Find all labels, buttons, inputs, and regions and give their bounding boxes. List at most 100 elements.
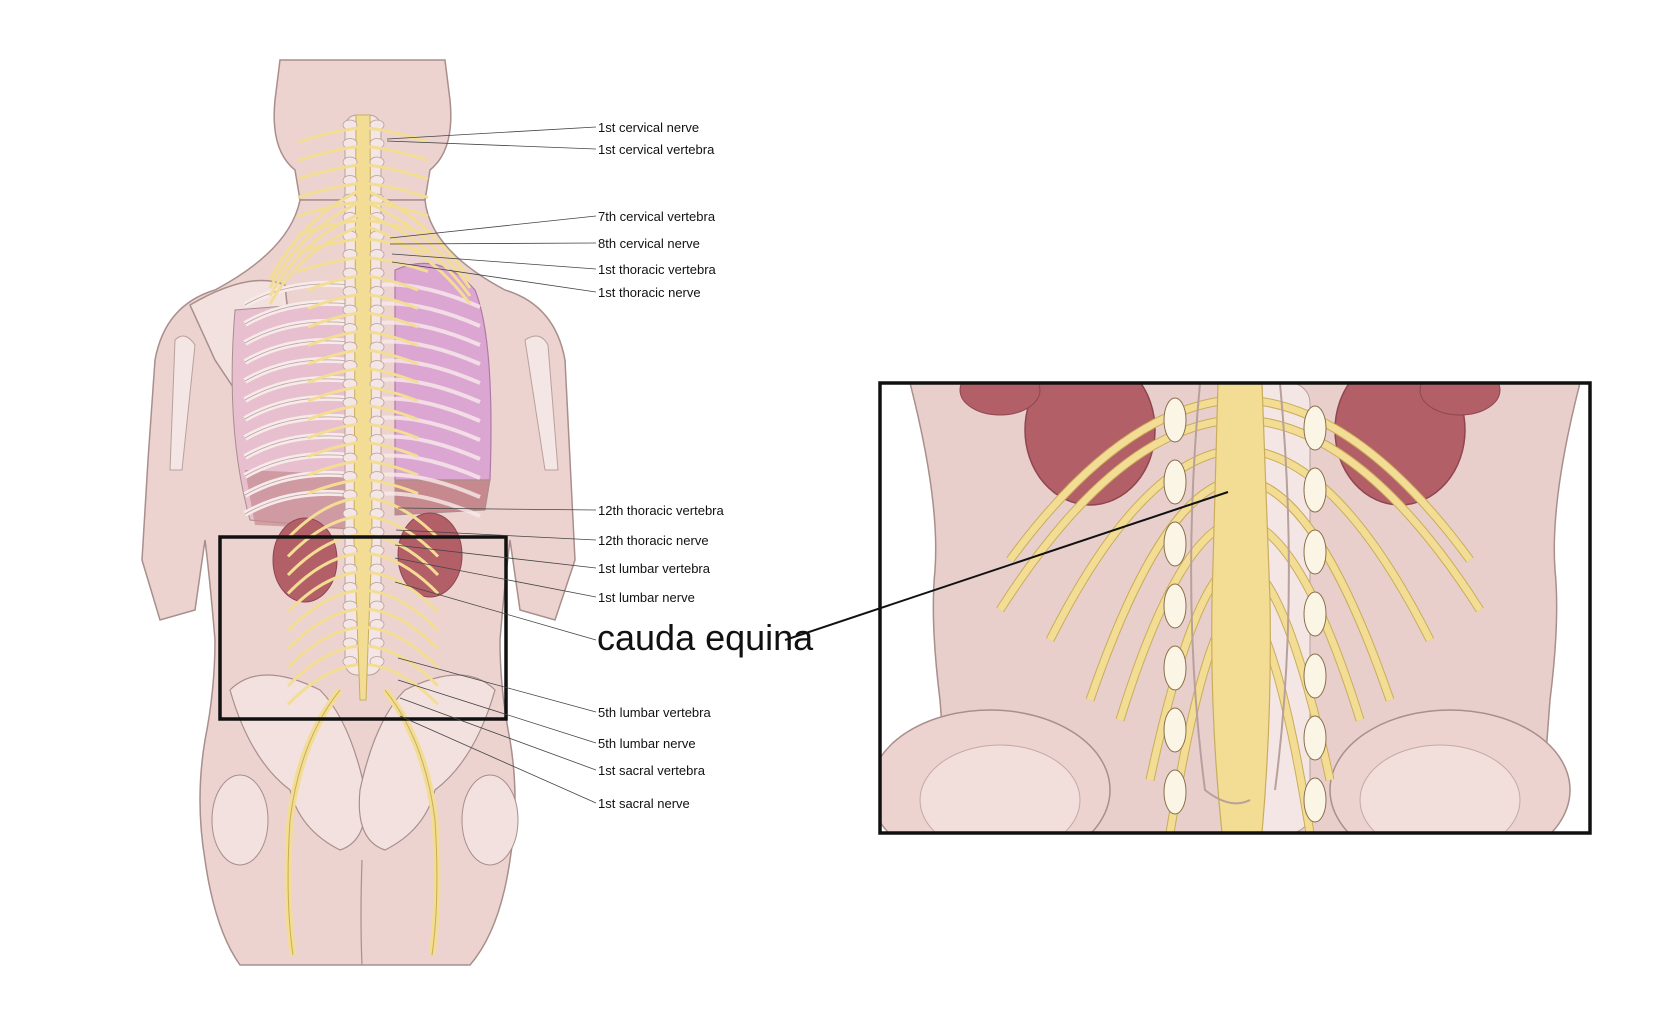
nerve-root [367,385,419,403]
nerve-root [307,311,359,329]
label-1st-sacral-vertebra: 1st sacral vertebra [598,763,705,778]
nerve-root [297,145,359,162]
label-5th-lumbar-vertebra: 5th lumbar vertebra [598,705,711,720]
nerve-root [367,163,429,181]
rib [377,415,481,442]
nerve-root [367,182,429,199]
nerve-root [307,274,359,292]
nerve-root [286,607,359,651]
zoom-vertebral-process [1163,397,1187,443]
nerve-root [367,311,419,329]
nerve-root [307,422,359,440]
nerve-root [297,200,359,218]
zoom-left-kidney [1024,383,1156,506]
nerve-root [297,126,359,144]
nerve-root [367,589,440,632]
zoom-vertebral-processes [1163,397,1327,823]
brachial-plexus [365,188,472,281]
brachial-plexus [365,212,472,297]
nerve-root [286,663,359,706]
label-cauda-equina: cauda equina [597,617,814,658]
nerve-root [307,330,359,347]
zoom-vertebral-process [1303,653,1327,699]
ribs [243,280,481,518]
nerve-root [286,644,359,688]
zoom-vertebral-process [1163,769,1187,815]
zoom-vertebral-process [1163,583,1187,629]
nerve-root [307,441,359,458]
nerve-root [367,293,419,310]
zoom-vertebral-process [1303,591,1327,637]
nerve-root [367,145,429,162]
nerve-root [307,293,359,310]
right-humerus [524,335,559,471]
nerve-root [307,459,359,477]
rib [377,377,481,404]
nerve-root [286,589,359,632]
nerve-root [367,367,419,384]
zoom-vertebral-process [1163,521,1187,567]
spinal-nerves [268,126,472,706]
zoom-vertebral-process [1163,707,1187,753]
diaphragm-region [394,479,491,516]
nerve-root [286,496,359,540]
region-highlight-box [218,535,508,721]
label-5th-lumbar-nerve: 5th lumbar nerve [598,736,696,751]
nerve-root [307,478,359,495]
zoom-vertebral-process [1303,467,1327,513]
rib [377,339,481,366]
nerve-root [367,441,419,458]
nerve-root [367,219,429,236]
nerve-root [367,607,440,651]
nerve-root [367,404,419,421]
label-12th-thoracic-nerve: 12th thoracic nerve [598,533,709,548]
nerve-root [307,367,359,384]
rib [377,396,481,423]
brachial-plexus [365,200,472,289]
nerve-root [286,515,359,558]
zoom-cauda-equina-bundle [1211,383,1271,833]
brachial-plexus [268,212,361,297]
label-leader-lines [386,126,597,804]
nerve-root [286,552,359,595]
nerve-root [367,274,419,292]
nerve-root [367,330,419,347]
left-humerus [169,335,196,471]
rib [377,434,481,461]
label-1st-cervical-nerve: 1st cervical nerve [598,120,700,135]
rib [377,491,481,518]
label-1st-lumbar-nerve: 1st lumbar nerve [598,590,695,605]
label-1st-cervical-vertebra: 1st cervical vertebra [598,142,715,157]
rib [377,453,481,480]
nerve-root [367,237,429,255]
label-12th-thoracic-vertebra: 12th thoracic vertebra [598,503,724,518]
zoom-vertebral-process [1163,459,1187,505]
label-1st-thoracic-nerve: 1st thoracic nerve [598,285,701,300]
brachial-plexus [268,200,361,289]
nerve-root [367,348,419,366]
zoom-vertebral-process [1303,777,1327,823]
nerve-root [367,552,440,595]
nerve-root [307,348,359,366]
right-lung [394,262,492,481]
brachial-plexus [268,224,361,305]
label-1st-thoracic-vertebra: 1st thoracic vertebra [598,262,716,277]
nerve-root [367,496,440,540]
nerve-root [367,626,440,669]
nerve-root [367,422,419,440]
label-1st-lumbar-vertebra: 1st lumbar vertebra [598,561,710,576]
cauda-equina-pointer [784,491,1229,641]
nerve-root [297,163,359,181]
zoom-vertebral-process [1163,645,1187,691]
label-8th-cervical-nerve: 8th cervical nerve [598,236,700,251]
spinal-cord [353,114,373,701]
label-1st-sacral-nerve: 1st sacral nerve [598,796,690,811]
label-7th-cervical-vertebra: 7th cervical vertebra [598,209,716,224]
nerve-root [307,385,359,403]
nerve-root [286,626,359,669]
nerve-root [367,478,419,495]
rib [377,301,481,328]
brachial-plexus [268,188,361,281]
nerve-root [367,459,419,477]
